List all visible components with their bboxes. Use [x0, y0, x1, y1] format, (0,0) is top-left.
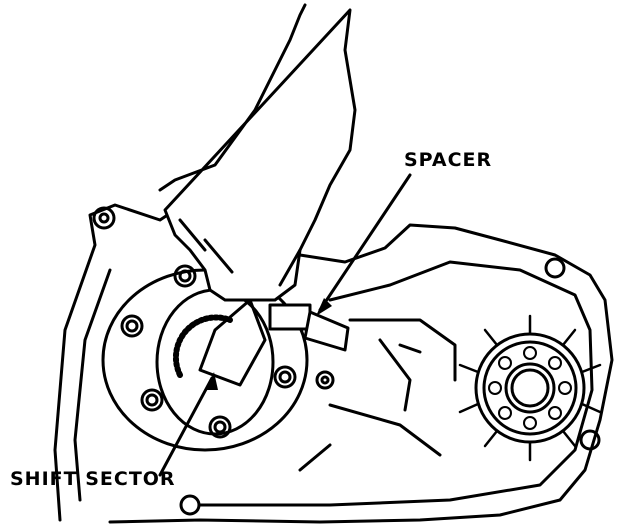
bearing-roller — [548, 356, 562, 370]
bearing-outer-race — [474, 332, 586, 444]
bearing-rollers — [488, 346, 572, 430]
leader-arrowhead-shift-sector — [206, 372, 218, 390]
leader-line-shift-sector — [158, 376, 214, 477]
leader-line-spacer — [318, 173, 412, 312]
gear-tooth — [580, 363, 602, 374]
shift-sector-label: SHIFT SECTOR — [10, 468, 176, 490]
retainer-bolt — [140, 388, 164, 412]
shift-sector-fan — [172, 314, 233, 378]
gear-tooth — [483, 429, 499, 448]
retainer-bolt — [178, 269, 192, 283]
retainer-bolt — [273, 365, 297, 389]
case-boss — [98, 212, 110, 224]
retainer-bolt — [315, 370, 335, 390]
case-inner-rim — [73, 260, 594, 507]
case-boss — [579, 429, 601, 451]
retainer-bolt — [173, 264, 197, 288]
retainer-bolt — [125, 319, 139, 333]
gear-tooth — [483, 328, 499, 347]
shift-sector-arm — [198, 298, 267, 387]
shaft — [268, 303, 312, 331]
case-boss — [92, 206, 116, 230]
leader-arrowhead-spacer — [316, 298, 332, 316]
spacer-label: SPACER — [404, 149, 493, 171]
spacer-part — [268, 303, 350, 352]
spacer — [303, 310, 350, 352]
bearing-roller — [523, 346, 537, 360]
bearing-roller — [548, 406, 562, 420]
shift-sector — [172, 298, 267, 387]
gear-teeth — [458, 314, 602, 462]
retainer-bolt — [145, 393, 159, 407]
gear-tooth — [458, 402, 480, 414]
retainer-bolt — [208, 415, 232, 439]
retainer-bolt — [120, 314, 144, 338]
bearing-outer — [482, 340, 578, 436]
retainer-bolts — [120, 264, 335, 439]
gear-tooth — [561, 328, 577, 347]
bearing-roller — [523, 416, 537, 430]
gear-tooth — [561, 429, 577, 448]
bearing-roller — [498, 356, 512, 370]
case-boss — [544, 257, 566, 279]
bearing-roller — [488, 381, 502, 395]
bearing-inner-race — [504, 362, 556, 414]
hand-finger-lines — [178, 218, 302, 287]
case-ribs — [298, 318, 457, 472]
hand — [158, 3, 357, 302]
case-boss — [179, 494, 201, 516]
retainer-bolt — [213, 420, 227, 434]
output-bearing — [458, 314, 602, 462]
gear-tooth — [458, 363, 480, 374]
retainer-bolt — [320, 375, 330, 385]
gear-tooth — [580, 402, 602, 414]
bearing-bore — [510, 368, 550, 408]
retainer-bolt — [278, 370, 292, 384]
bearing-roller — [558, 381, 572, 395]
bearing-roller — [498, 406, 512, 420]
